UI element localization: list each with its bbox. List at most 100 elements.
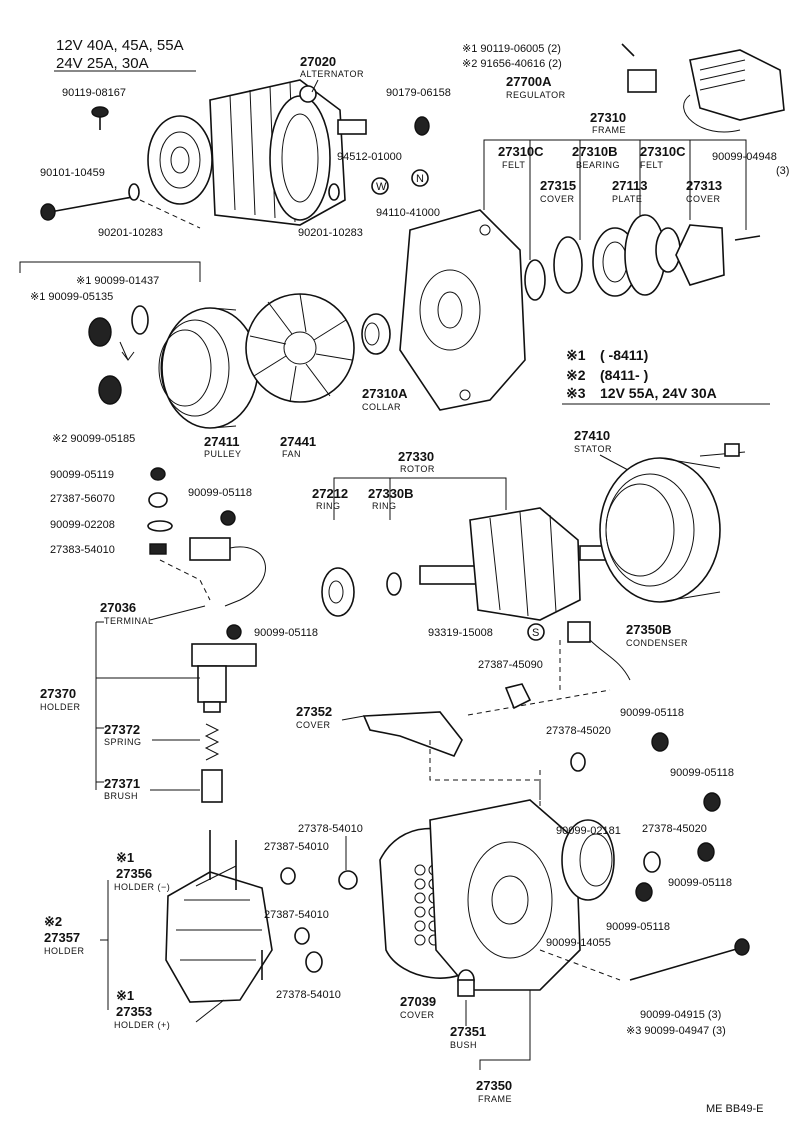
assembly-dashed-line <box>467 640 611 716</box>
spring-27372 <box>204 723 220 761</box>
name-stator: STATOR <box>574 444 612 454</box>
name-cover-27039: COVER <box>400 1010 435 1020</box>
label-27351: 27351 <box>450 1024 486 1039</box>
bracket-27350 <box>465 990 531 1070</box>
label-27039: 27039 <box>400 994 436 1009</box>
bearing-cover-90099-02181 <box>561 819 615 901</box>
name-cover-27313: COVER <box>686 194 721 204</box>
brush-27371 <box>201 769 223 803</box>
leader <box>341 715 365 721</box>
name-cover-27352: COVER <box>296 720 331 730</box>
name-terminal: TERMINAL <box>104 616 154 626</box>
stator-27410 <box>599 443 746 603</box>
nut-90099-05119 <box>150 467 166 481</box>
bush-27378-54010b <box>305 951 323 973</box>
label-27353: 27353 <box>116 1004 152 1019</box>
bush-27378-45020a <box>570 752 586 772</box>
name-bush: BUSH <box>450 1040 477 1050</box>
cover-27313 <box>675 224 725 286</box>
header-voltage-12v: 12V 40A, 45A, 55A <box>56 37 184 54</box>
nut-90179-06158 <box>414 116 430 136</box>
rotor-27330 <box>419 507 631 621</box>
name-cover-27315: COVER <box>540 194 575 204</box>
label-27212: 27212 <box>312 486 348 501</box>
footer-code: ME BB49-E <box>706 1103 763 1115</box>
name-frame-27350: FRAME <box>478 1094 512 1104</box>
bracket-pulley-nuts <box>19 261 201 282</box>
bolt-90119-08167 <box>91 106 109 130</box>
label-90119-08167: 90119-08167 <box>62 87 126 99</box>
leader <box>149 605 206 621</box>
name-spring: SPRING <box>104 737 142 747</box>
mark-27356: ※1 <box>116 850 134 865</box>
nut-90099-05118b <box>226 624 242 640</box>
label-27330b: 27330B <box>368 486 414 501</box>
label-27310: 27310 <box>590 110 626 125</box>
label-27370: 27370 <box>40 686 76 701</box>
name-bearing: BEARING <box>576 160 620 170</box>
label-27313: 27313 <box>686 178 722 193</box>
label-90099-05118e: 90099-05118 <box>668 877 732 889</box>
label-90099-14055: 90099-14055 <box>546 937 611 949</box>
note-1-mark: ※1 <box>566 347 586 363</box>
label-27113: 27113 <box>612 178 647 193</box>
cover-27352 <box>362 711 463 757</box>
label-90201-10283a: 90201-10283 <box>98 227 163 239</box>
leader <box>195 865 237 1023</box>
header-voltage-24v: 24V 25A, 30A <box>56 55 149 72</box>
label-27350: 27350 <box>476 1078 512 1093</box>
cover-27315 <box>553 236 583 294</box>
condenser-27350b <box>567 621 591 643</box>
label-90099-05118d: 90099-05118 <box>670 767 734 779</box>
label-27350b: 27350B <box>626 622 672 637</box>
marker-n: N <box>416 173 424 185</box>
condenser-lead <box>589 639 631 681</box>
label-27387-56070: 27387-56070 <box>50 493 115 505</box>
label-27310b: 27310B <box>572 144 618 159</box>
name-regulator: REGULATOR <box>506 90 566 100</box>
marker-s: S <box>532 627 539 639</box>
label-27310c-2: 27310C <box>640 144 686 159</box>
assembly-dashed-line <box>429 740 541 810</box>
label-27330: 27330 <box>398 449 434 464</box>
ring-27330b <box>386 572 402 596</box>
pulley-27411 <box>158 307 259 429</box>
nut-90099-05118e <box>697 842 715 862</box>
label-90099-04915: 90099-04915 (3) <box>640 1009 721 1021</box>
ring-27212 <box>321 567 355 617</box>
leader <box>599 454 629 471</box>
label-90099-04947: ※3 90099-04947 (3) <box>626 1025 726 1037</box>
bolt-90101-10459 <box>40 195 139 221</box>
drive-end-frame-drawing <box>399 209 526 411</box>
note-1-text: ( -8411) <box>600 347 648 363</box>
bracket-holder <box>100 880 109 1010</box>
label-27371: 27371 <box>104 776 140 791</box>
name-frame: FRAME <box>592 125 626 135</box>
nut-90099-05185 <box>98 375 122 405</box>
alternator-assembly-drawing <box>147 79 367 226</box>
name-pulley: PULLEY <box>204 449 242 459</box>
label-90099-05135: ※1 90099-05135 <box>30 291 113 303</box>
name-fan: FAN <box>282 449 301 459</box>
label-27310c-1: 27310C <box>498 144 544 159</box>
rear-frame-drawing <box>429 799 581 991</box>
label-27700a: 27700A <box>506 74 552 89</box>
nut-90099-05135 <box>88 317 112 347</box>
washer-90201-10283b <box>328 183 340 201</box>
bush-27387-45090 <box>504 683 532 710</box>
label-91656-40616: ※2 91656-40616 (2) <box>462 58 562 70</box>
screw-s-marker <box>527 623 545 641</box>
note-3-mark: ※3 <box>566 385 586 401</box>
label-90099-05118a: 90099-05118 <box>188 487 252 499</box>
label-27378-45020b: 27378-45020 <box>642 823 707 835</box>
name-rotor: ROTOR <box>400 464 435 474</box>
label-27357: 27357 <box>44 930 80 945</box>
bush-27351 <box>457 969 475 997</box>
brush-holder-27370 <box>191 643 257 713</box>
mark-27353: ※1 <box>116 988 134 1003</box>
name-felt-1: FELT <box>502 160 525 170</box>
name-collar: COLLAR <box>362 402 401 412</box>
marker-w: W <box>376 181 387 193</box>
nut-90099-05118d <box>703 792 721 812</box>
